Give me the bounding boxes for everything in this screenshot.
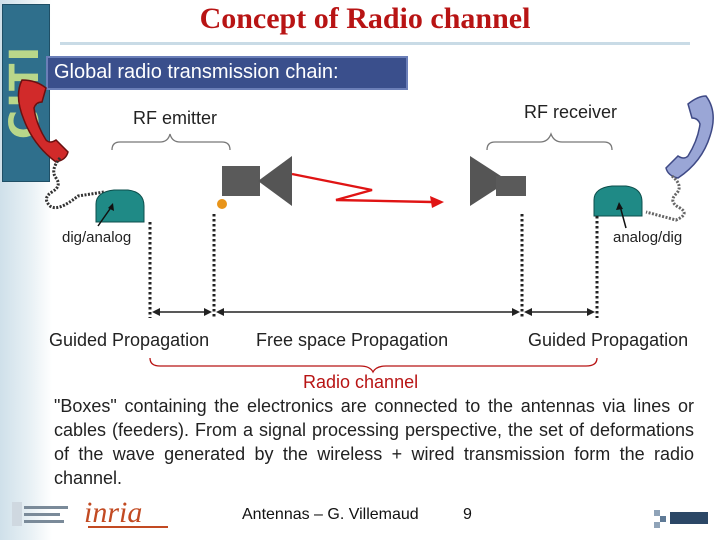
rf-emitter-label: RF emitter <box>133 108 218 128</box>
guided-propagation-left-label: Guided Propagation <box>49 330 210 350</box>
ministry-logo <box>12 502 68 526</box>
right-phone-icon <box>645 95 714 222</box>
title-rule <box>60 42 690 45</box>
boundary-lines <box>148 214 599 318</box>
rf-receiver-label: RF receiver <box>524 102 618 122</box>
dig-analog-arrow <box>97 203 114 227</box>
radio-channel-brace <box>149 357 598 374</box>
right-electronics-box <box>593 185 643 217</box>
footer-author: Antennas – G. Villemaud <box>242 506 419 523</box>
radio-channel-label: Radio channel <box>303 372 419 392</box>
right-antenna-icon <box>470 156 526 206</box>
subtitle-box <box>46 56 408 90</box>
inria-logo: inria <box>84 496 168 529</box>
left-antenna-icon <box>222 156 292 206</box>
dig-analog-label: dig/analog <box>62 229 132 246</box>
left-electronics-box <box>95 189 145 223</box>
description-paragraph: "Boxes" containing the electronics are c… <box>54 396 694 488</box>
analog-dig-label: analog/dig <box>613 229 683 246</box>
page-title: Concept of Radio channel <box>199 2 531 35</box>
emitter-brace <box>111 133 231 151</box>
insa-logo <box>654 510 708 528</box>
radio-signal-icon <box>291 172 444 208</box>
inria-logo-text: inria <box>84 496 142 529</box>
analog-dig-arrow <box>616 202 627 229</box>
connector-dot <box>217 199 227 209</box>
guided-propagation-right-label: Guided Propagation <box>528 330 689 350</box>
page-number: 9 <box>463 506 472 523</box>
receiver-brace <box>486 132 613 151</box>
free-space-propagation-label: Free space Propagation <box>256 330 449 350</box>
subtitle: Global radio transmission chain: <box>54 61 339 83</box>
left-phone-icon <box>17 79 105 210</box>
propagation-arrows <box>152 308 595 316</box>
